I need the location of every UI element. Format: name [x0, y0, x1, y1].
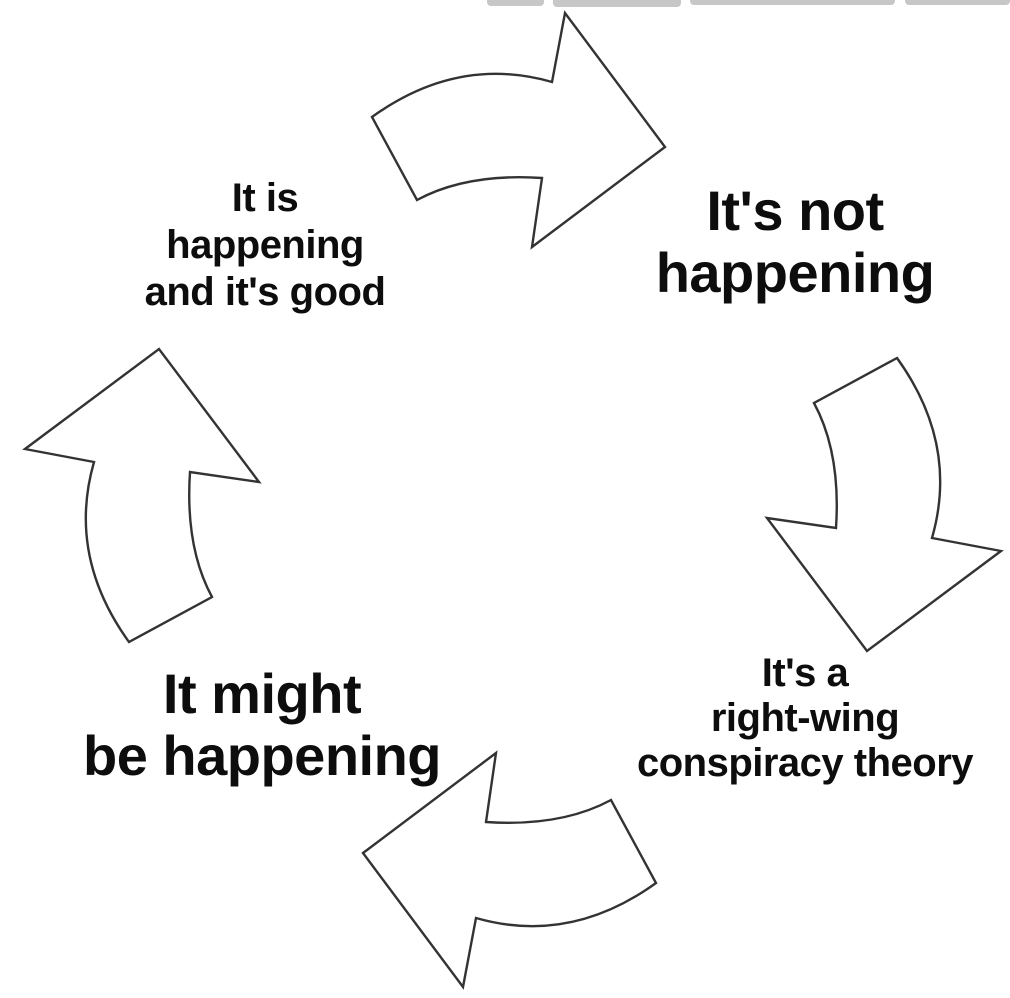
arrow-right-pointing-down-icon: [765, 356, 1003, 653]
arrow-left-pointing-up-icon: [23, 347, 261, 644]
arrow-bottom-pointing-left-icon: [361, 751, 658, 989]
node-its-a-right-wing-conspiracy-theory: It's a right-wing conspiracy theory: [636, 651, 974, 785]
node-it-is-happening-and-its-good: It is happening and it's good: [144, 176, 386, 314]
cropped-ui-fragment: [487, 0, 544, 6]
cropped-ui-fragment: [690, 0, 895, 5]
cropped-ui-fragment: [553, 0, 681, 7]
node-it-might-be-happening: It might be happening: [83, 662, 442, 787]
node-its-not-happening: It's not happening: [655, 179, 935, 304]
cropped-ui-fragment: [905, 0, 1010, 5]
